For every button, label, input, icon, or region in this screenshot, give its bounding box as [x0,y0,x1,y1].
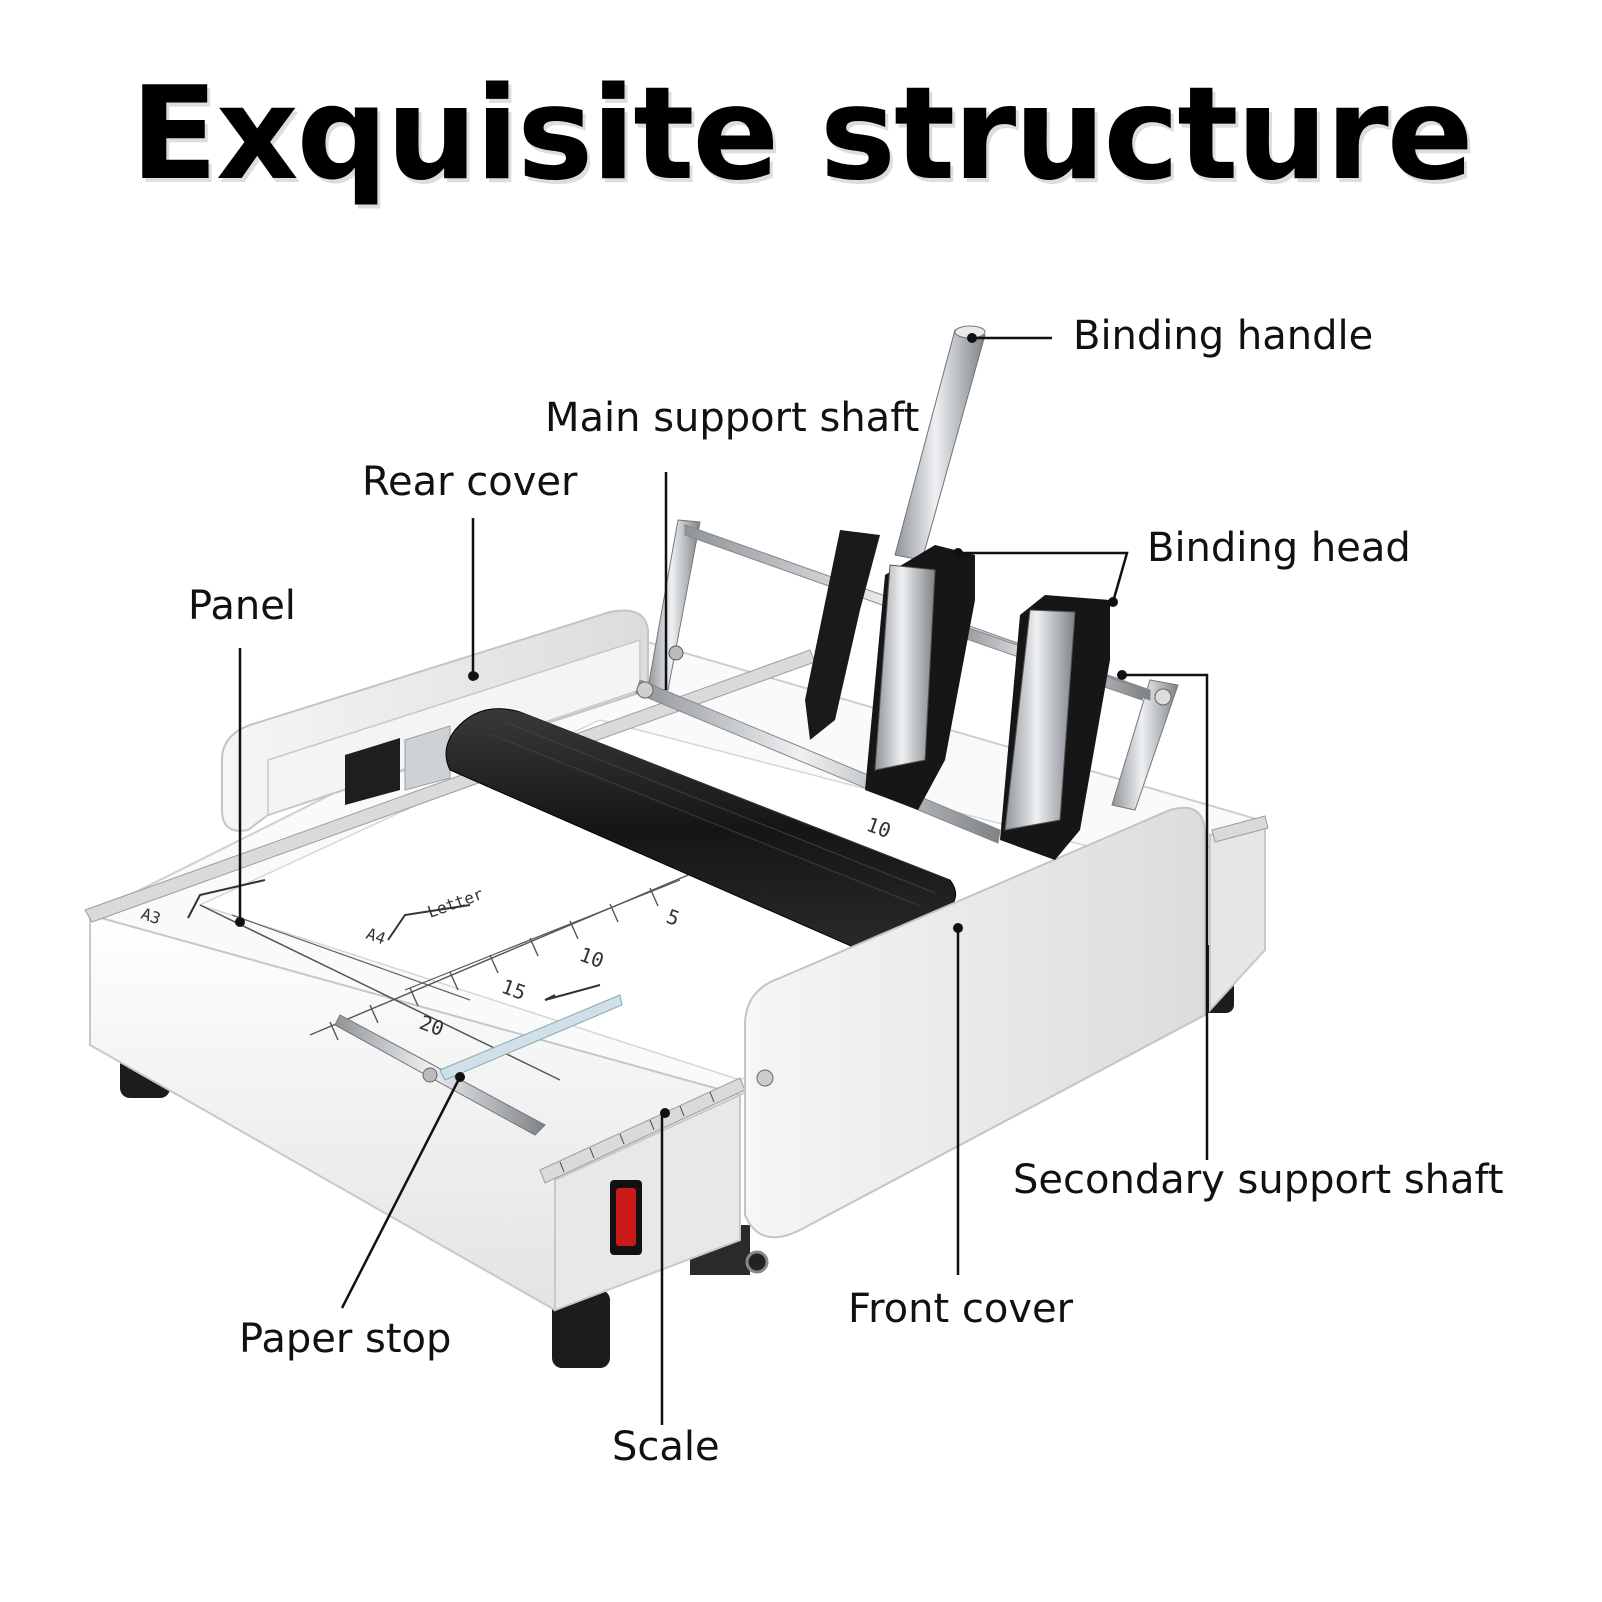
leader-dots [235,333,1127,927]
leader-secondary-support-shaft [1122,673,1209,1160]
label-rear-cover: Rear cover [362,459,578,505]
leader-paper-stop [340,1076,462,1309]
label-secondary-support-shaft: Secondary support shaft [1013,1157,1504,1203]
page-title: Exquisite structure [130,60,1474,209]
binding-heads [805,530,1118,860]
label-panel: Panel [188,583,296,629]
power-switch [610,1180,642,1255]
leader-binding-head [958,551,1129,603]
front-cover-shape [744,806,1206,1274]
rear-cover-shape [221,609,649,832]
label-front-cover: Front cover [848,1286,1074,1332]
binding-handle-shape [894,325,986,561]
label-binding-head: Binding head [1147,525,1411,571]
label-scale: Scale [612,1424,720,1470]
label-paper-stop: Paper stop [239,1316,452,1362]
label-binding-handle: Binding handle [1073,313,1374,359]
label-main-support-shaft: Main support shaft [545,395,920,441]
leader-lines [238,336,1209,1425]
rubber-roller [445,708,957,951]
